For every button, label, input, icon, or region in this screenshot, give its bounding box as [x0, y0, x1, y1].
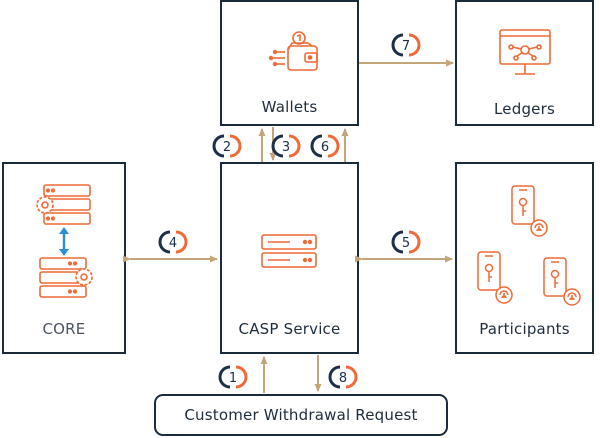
core-link-arrowhead-down — [59, 249, 69, 256]
casp-service-label: CASP Service — [238, 320, 341, 338]
participants-box — [455, 162, 594, 354]
wallet-icon — [268, 31, 318, 71]
step-6-badge: 6 — [310, 134, 340, 158]
step-1-badge: 1 — [218, 365, 248, 389]
step-5-badge: 5 — [391, 230, 421, 254]
server-gear-icon-lower — [39, 257, 93, 298]
step-2-label: 2 — [223, 140, 231, 155]
core-link-arrowhead-up — [59, 227, 69, 234]
ledgers-label: Ledgers — [494, 100, 555, 118]
participants-label: Participants — [479, 320, 570, 338]
step-3-badge: 3 — [271, 134, 301, 158]
server-icon — [261, 234, 317, 268]
core-label: CORE — [42, 320, 86, 338]
step-4-badge: 4 — [158, 230, 188, 254]
wallets-label: Wallets — [261, 98, 318, 116]
step-6-label: 6 — [321, 140, 329, 155]
phone-key-fingerprint-icon — [477, 185, 581, 306]
customer-request-box — [154, 394, 448, 436]
step-8-label: 8 — [339, 371, 347, 386]
server-gear-icon — [36, 184, 91, 225]
step-7-label: 7 — [402, 39, 410, 54]
casp-service-box — [220, 162, 359, 354]
step-3-label: 3 — [282, 140, 290, 155]
customer-request-label: Customer Withdrawal Request — [184, 406, 418, 424]
step-5-label: 5 — [402, 236, 410, 251]
step-8-badge: 8 — [328, 365, 358, 389]
monitor-network-icon — [499, 29, 551, 75]
step-4-label: 4 — [169, 236, 177, 251]
ledgers-box — [455, 0, 594, 126]
step-2-badge: 2 — [212, 134, 242, 158]
step-1-label: 1 — [229, 371, 237, 386]
wallets-box — [220, 0, 359, 126]
step-7-badge: 7 — [391, 33, 421, 57]
